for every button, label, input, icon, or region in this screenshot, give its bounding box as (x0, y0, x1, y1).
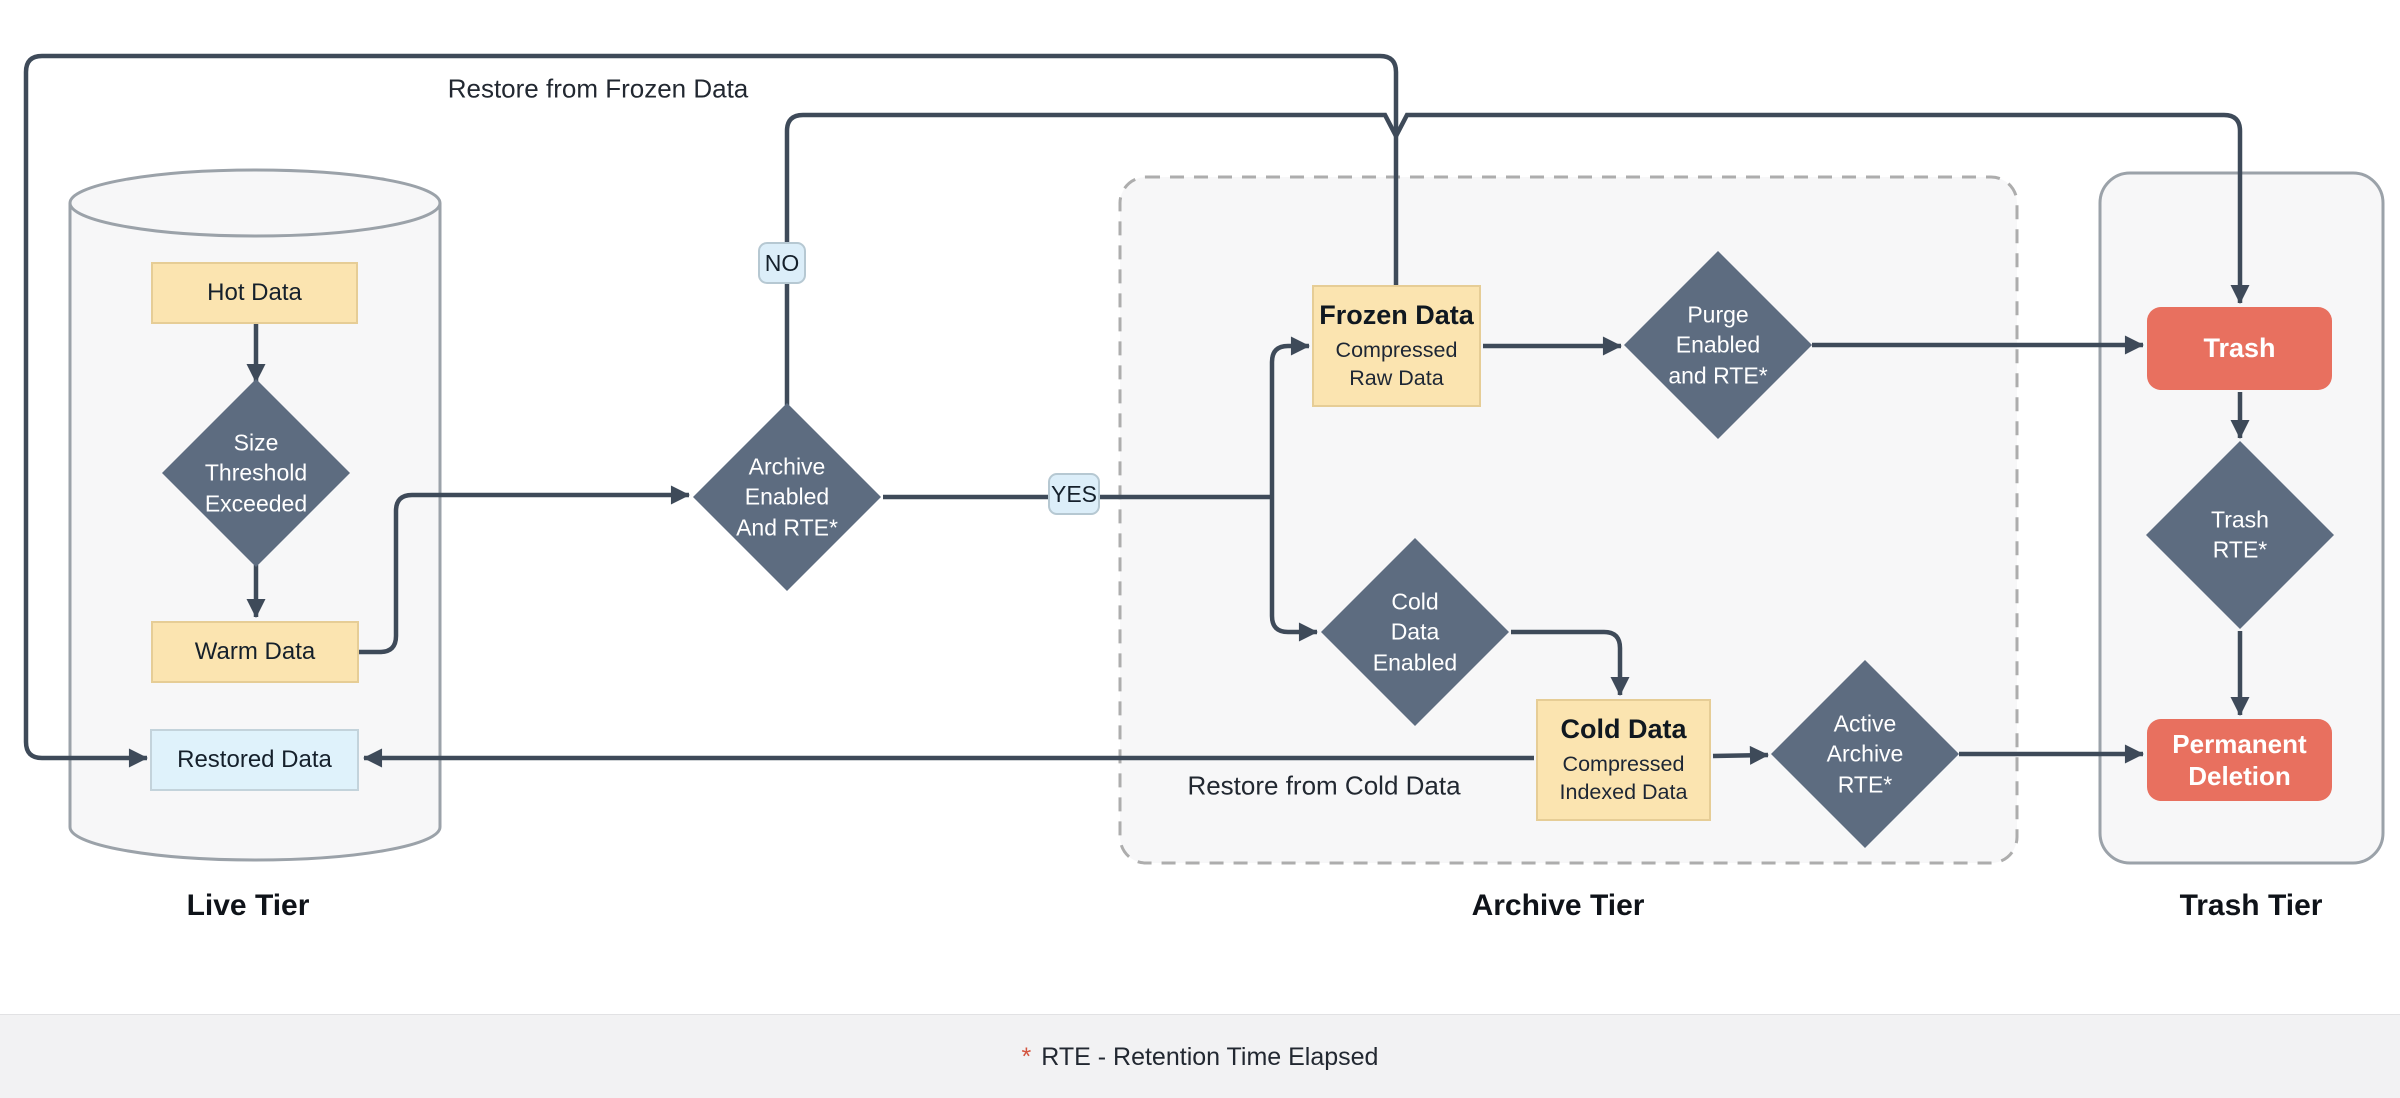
archive-tier-label: Archive Tier (1471, 889, 1645, 922)
cold-data-enabled-label: Cold Data Enabled (1372, 588, 1458, 676)
edge-cold-to-active-archive (1712, 745, 1769, 765)
trash-rte-diamond (2146, 441, 2334, 629)
cold-data-subtitle: Compressed Indexed Data (1559, 751, 1688, 804)
hot-data-node: Hot Data (151, 262, 358, 324)
active-archive-diamond (1771, 660, 1959, 848)
permanent-deletion-node: Permanent Deletion (2147, 719, 2332, 801)
active-archive-label: Active Archive RTE* (1826, 710, 1904, 798)
restored-data-node: Restored Data (150, 729, 359, 791)
purge-enabled-label: Purge Enabled and RTE* (1668, 301, 1768, 389)
live-tier-label: Live Tier (186, 889, 310, 922)
warm-data-node: Warm Data (151, 621, 359, 683)
purge-enabled-diamond (1624, 251, 1812, 439)
edge-restore-from-frozen (23, 53, 1399, 768)
trash-tier-label: Trash Tier (2179, 889, 2323, 922)
cold-data-node: Cold Data Compressed Indexed Data (1536, 699, 1711, 821)
no-chip: NO (758, 242, 806, 284)
size-threshold-label: Size Threshold Exceeded (204, 429, 308, 517)
frozen-data-title: Frozen Data (1319, 299, 1474, 330)
size-threshold-diamond (162, 379, 350, 567)
edge-yes-to-frozen (1269, 336, 1310, 497)
frozen-data-subtitle: Compressed Raw Data (1335, 337, 1458, 390)
restore-from-frozen-label: Restore from Frozen Data (447, 73, 749, 104)
edge-cold-enabled-to-cold (1511, 629, 1630, 696)
trash-node: Trash (2147, 307, 2332, 390)
trash-rte-label: Trash RTE* (2211, 506, 2269, 563)
footnote-text: RTE - Retention Time Elapsed (1041, 1042, 1379, 1071)
footnote-bar: * RTE - Retention Time Elapsed (0, 1014, 2400, 1098)
cold-data-enabled-diamond (1321, 538, 1509, 726)
yes-chip: YES (1048, 473, 1100, 515)
edge-warm-to-archive-enabled (359, 485, 690, 655)
archive-enabled-diamond (693, 403, 881, 591)
archive-enabled-label: Archive Enabled And RTE* (736, 453, 838, 541)
edge-yes-to-cold-enabled (1269, 497, 1318, 642)
restore-from-cold-label: Restore from Cold Data (1187, 770, 1461, 801)
cold-data-title: Cold Data (1560, 713, 1687, 744)
frozen-data-node: Frozen Data Compressed Raw Data (1312, 285, 1481, 407)
footnote-asterisk: * (1021, 1042, 1032, 1071)
